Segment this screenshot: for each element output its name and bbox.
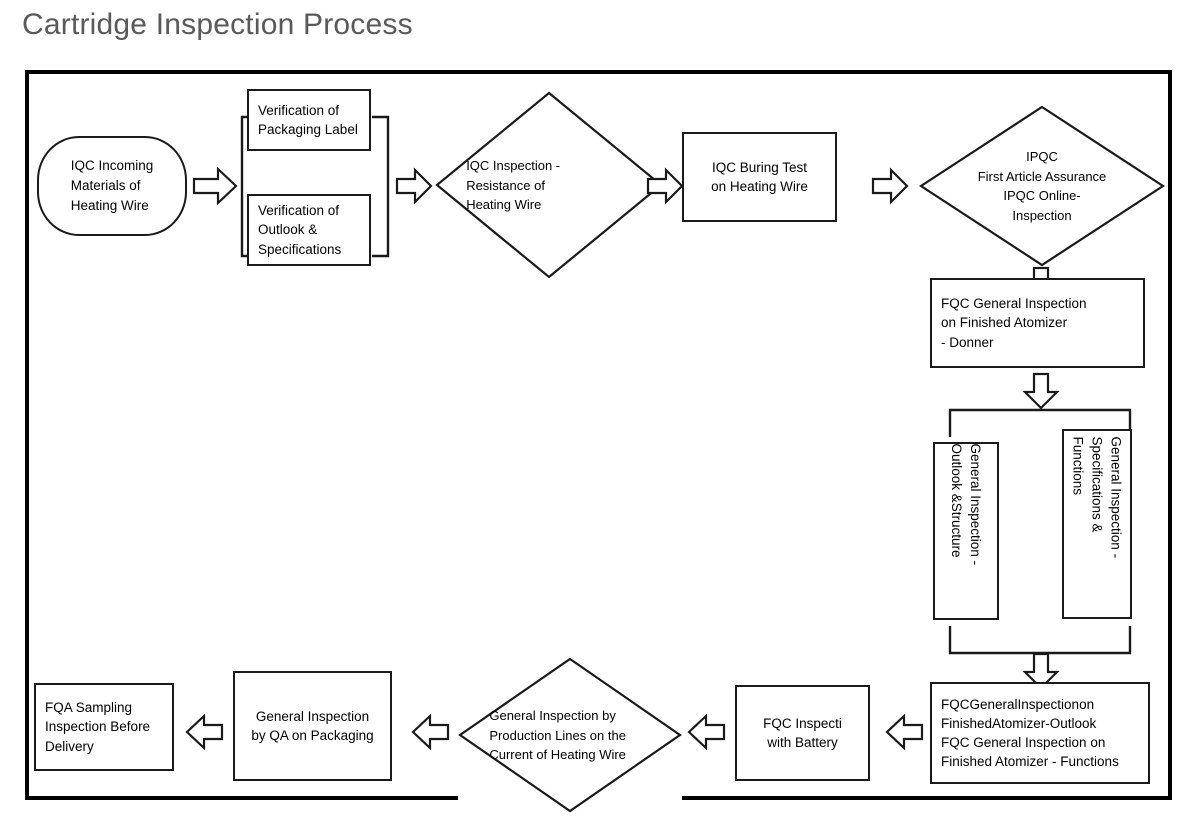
diamond-outline — [918, 105, 1166, 267]
bracket-merge-verification-right — [370, 114, 392, 259]
flowchart-canvas: IQC Incoming Materials of Heating Wire V… — [25, 70, 1172, 813]
node-label: IPQC First Article Assurance IPQC Online… — [977, 149, 1107, 223]
node-label: IQC Inspection - Resistance of Heating W… — [466, 157, 561, 212]
node-label: IQC Incoming Materials of Heating Wire — [70, 157, 154, 214]
node-verification-outlook-specifications[interactable]: Verification of Outlook & Specifications — [247, 194, 371, 266]
node-ipqc-first-article-assurance[interactable]: IPQC First Article Assurance IPQC Online… — [918, 104, 1166, 268]
node-general-inspection-production-lines[interactable]: General Inspection by Production Lines o… — [458, 657, 682, 813]
arrow-left-qa-packaging-to-fqa-sampling — [184, 712, 224, 752]
bracket-split-general-inspections-top — [947, 407, 1133, 439]
arrow-right-resistance-to-buring-test — [646, 166, 684, 206]
node-label: FQCGeneralInspectionon FinishedAtomizer-… — [941, 696, 1119, 770]
node-general-inspection-specifications-functions[interactable]: General Inspection - Specifications & Fu… — [1062, 429, 1132, 619]
diamond-outline — [458, 657, 682, 813]
node-label: Verification of Packaging Label — [258, 102, 358, 137]
node-label: General Inspection - Specifications & Fu… — [1070, 436, 1124, 559]
page-title: Cartridge Inspection Process — [22, 8, 413, 41]
arrow-down-general-inspections-to-fqc-outlook-functions — [1021, 652, 1061, 690]
arrow-right-buring-test-to-ipqc — [871, 166, 909, 206]
arrow-left-fqc-outlook-to-battery — [884, 712, 924, 752]
node-label: General Inspection by QA on Packaging — [251, 708, 374, 743]
node-fqa-sampling-inspection[interactable]: FQA Sampling Inspection Before Delivery — [34, 683, 174, 771]
node-fqc-inspection-with-battery[interactable]: FQC Inspecti with Battery — [735, 685, 870, 781]
node-label: General Inspection by Production Lines o… — [489, 707, 626, 762]
node-label: IQC Buring Test on Heating Wire — [711, 159, 808, 194]
node-label: General Inspection - Outlook &Structure — [949, 443, 984, 566]
node-verification-packaging-label[interactable]: Verification of Packaging Label — [247, 89, 371, 151]
node-iqc-incoming-materials[interactable]: IQC Incoming Materials of Heating Wire — [37, 136, 187, 236]
arrow-right-incoming-to-verification — [192, 164, 238, 208]
diamond-outline — [435, 91, 663, 279]
arrow-left-production-lines-to-qa-packaging — [410, 712, 450, 752]
node-general-inspection-qa-packaging[interactable]: General Inspection by QA on Packaging — [233, 671, 392, 781]
node-label: FQC General Inspection on Finished Atomi… — [941, 296, 1087, 350]
node-label: FQC Inspecti with Battery — [763, 715, 842, 750]
node-iqc-inspection-resistance[interactable]: IQC Inspection - Resistance of Heating W… — [434, 90, 664, 280]
node-label: Verification of Outlook & Specifications — [258, 203, 342, 257]
arrow-down-fqc-donner-to-general-inspections — [1021, 372, 1061, 410]
arrow-left-battery-to-production-lines — [686, 712, 726, 752]
node-iqc-buring-test[interactable]: IQC Buring Test on Heating Wire — [682, 132, 837, 222]
node-general-inspection-outlook-structure[interactable]: General Inspection - Outlook &Structure — [933, 442, 999, 620]
node-fqc-general-inspection-outlook-functions[interactable]: FQCGeneralInspectionon FinishedAtomizer-… — [930, 682, 1150, 784]
node-fqc-general-inspection-donner[interactable]: FQC General Inspection on Finished Atomi… — [930, 278, 1145, 368]
arrow-right-verification-to-resistance — [395, 166, 433, 206]
node-label: FQA Sampling Inspection Before Delivery — [45, 700, 151, 754]
